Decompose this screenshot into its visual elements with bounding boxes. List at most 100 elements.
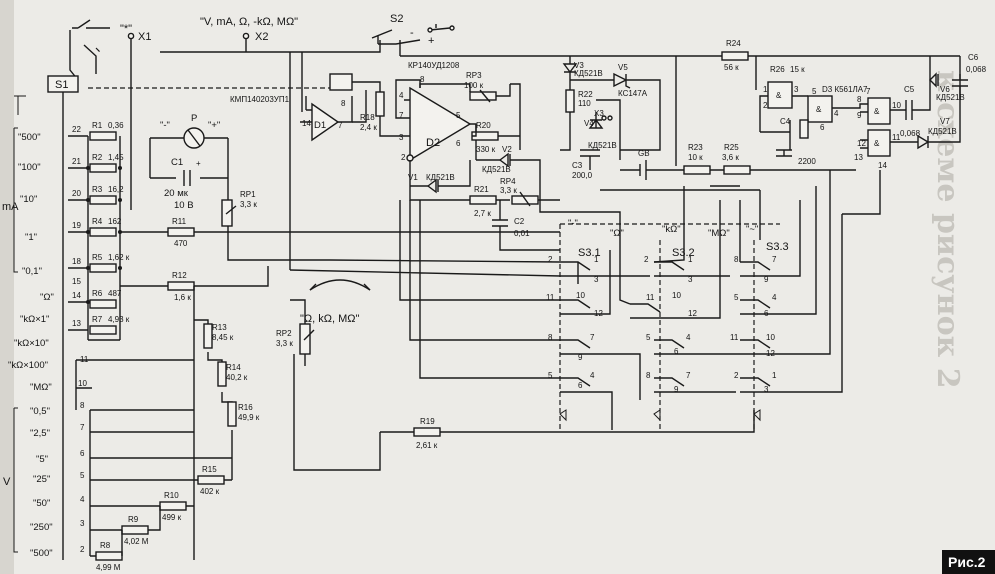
v-range-labels: "0,5" "2,5" "5" "25" "50" "250" "500" V (3, 406, 53, 559)
svg-text:8: 8 (341, 99, 346, 108)
svg-text:4: 4 (834, 109, 839, 118)
svg-text:R26: R26 (770, 65, 785, 74)
rp2: "Ω, kΩ, MΩ" RP2 3,3 к (276, 279, 381, 471)
s3-labels: "-" "Ω" "kΩ" "MΩ" "~" S3.1 S3.2 S3.3 (559, 218, 789, 430)
svg-text:КД521В: КД521В (574, 69, 603, 78)
svg-text:0,068: 0,068 (900, 129, 921, 138)
svg-text:КМП140203УП1: КМП140203УП1 (230, 95, 290, 104)
svg-text:470: 470 (174, 239, 188, 248)
meter-p: P "-" "+" C1 + 20 мк 10 В (149, 113, 229, 211)
svg-text:7: 7 (80, 423, 85, 432)
svg-text:R21: R21 (474, 185, 489, 194)
svg-text:"*": "*" (120, 23, 132, 35)
svg-text:2,7 к: 2,7 к (474, 209, 491, 218)
svg-text:R13: R13 (212, 323, 227, 332)
svg-text:110: 110 (578, 99, 591, 108)
svg-text:22: 22 (72, 125, 81, 134)
r12: R12 1,6 к (120, 266, 269, 302)
svg-text:3: 3 (594, 275, 599, 284)
svg-text:11: 11 (546, 293, 555, 302)
svg-text:15: 15 (72, 277, 81, 286)
svg-text:11: 11 (730, 333, 739, 342)
svg-text:R9: R9 (128, 515, 139, 524)
r18: R18 2,4 к (352, 90, 396, 137)
svg-text:1,6 к: 1,6 к (174, 293, 191, 302)
svg-text:V3: V3 (574, 61, 584, 70)
top-rail (160, 40, 960, 57)
svg-text:"0,1": "0,1" (22, 266, 42, 277)
svg-text:21: 21 (72, 157, 81, 166)
svg-text:12: 12 (766, 349, 775, 358)
figure-badge: Рис.2 (942, 550, 995, 574)
svg-text:C2: C2 (514, 217, 525, 226)
svg-text:"100": "100" (18, 162, 41, 173)
top-rail-drops (289, 52, 303, 270)
svg-text:C6: C6 (968, 53, 979, 62)
svg-text:"25": "25" (33, 474, 50, 485)
svg-text:R15: R15 (202, 465, 217, 474)
svg-text:4,99 М: 4,99 М (96, 563, 121, 572)
svg-text:8: 8 (548, 333, 553, 342)
svg-text:8: 8 (646, 371, 651, 380)
svg-text:7: 7 (772, 255, 777, 264)
svg-text:5: 5 (456, 111, 461, 120)
svg-text:2: 2 (763, 101, 768, 110)
s3-wiring (289, 169, 881, 430)
svg-text:1: 1 (688, 255, 693, 264)
rp3-r20: RP3 100 к R20 330 к (419, 71, 521, 154)
svg-text:"kΩ×1": "kΩ×1" (20, 314, 49, 325)
svg-text:7: 7 (590, 333, 595, 342)
battery-gb: GB R23 10 к R25 3,6 к (620, 56, 840, 180)
svg-text:X2: X2 (255, 31, 268, 43)
svg-text:5: 5 (734, 293, 739, 302)
svg-text:4,93 к: 4,93 к (108, 315, 130, 324)
svg-text:4: 4 (686, 333, 691, 342)
switch-s1: S1 (14, 75, 79, 115)
svg-text:12: 12 (857, 139, 866, 148)
svg-text:R10: R10 (164, 491, 179, 500)
svg-text:КД521В: КД521В (928, 127, 957, 136)
svg-text:"5": "5" (36, 454, 48, 465)
svg-text:1: 1 (772, 371, 777, 380)
svg-text:200,0: 200,0 (572, 171, 593, 180)
svg-text:"kΩ": "kΩ" (662, 224, 681, 235)
svg-text:"Ω, kΩ, MΩ": "Ω, kΩ, MΩ" (300, 313, 359, 325)
svg-text:2: 2 (734, 371, 739, 380)
svg-text:V6: V6 (940, 85, 950, 94)
svg-text:&: & (816, 105, 822, 114)
svg-text:X1: X1 (138, 31, 151, 43)
svg-text:4,02 М: 4,02 М (124, 537, 149, 546)
svg-text:"-": "-" (160, 120, 170, 131)
svg-text:10: 10 (892, 101, 901, 110)
svg-text:487: 487 (108, 289, 122, 298)
svg-text:V4: V4 (584, 119, 594, 128)
svg-text:9: 9 (764, 275, 769, 284)
svg-text:&: & (776, 91, 782, 100)
svg-text:4: 4 (772, 293, 777, 302)
svg-text:R1: R1 (92, 121, 103, 130)
svg-text:3: 3 (764, 385, 769, 394)
svg-text:V7: V7 (940, 117, 950, 126)
svg-text:3: 3 (688, 275, 693, 284)
svg-text:4: 4 (399, 91, 404, 100)
svg-text:10: 10 (766, 333, 775, 342)
svg-text:2,4 к: 2,4 к (360, 123, 377, 132)
svg-text:499 к: 499 к (162, 513, 182, 522)
svg-text:7: 7 (866, 87, 871, 96)
svg-text:6: 6 (764, 309, 769, 318)
svg-text:R8: R8 (100, 541, 111, 550)
zener-v5: V5 КС147А (570, 63, 661, 151)
svg-text:4: 4 (590, 371, 595, 380)
supply-section: V3 КД521В R22 110 V4 КД521В C3 200,0 X3 (560, 56, 621, 180)
svg-text:GB: GB (638, 149, 650, 158)
svg-text:R2: R2 (92, 153, 103, 162)
svg-text:14: 14 (302, 119, 311, 128)
svg-text:-: - (410, 27, 414, 39)
svg-text:2,61 к: 2,61 к (416, 441, 438, 450)
svg-text:R3: R3 (92, 185, 103, 194)
svg-text:2: 2 (401, 153, 406, 162)
shunt-ladder (68, 131, 122, 341)
